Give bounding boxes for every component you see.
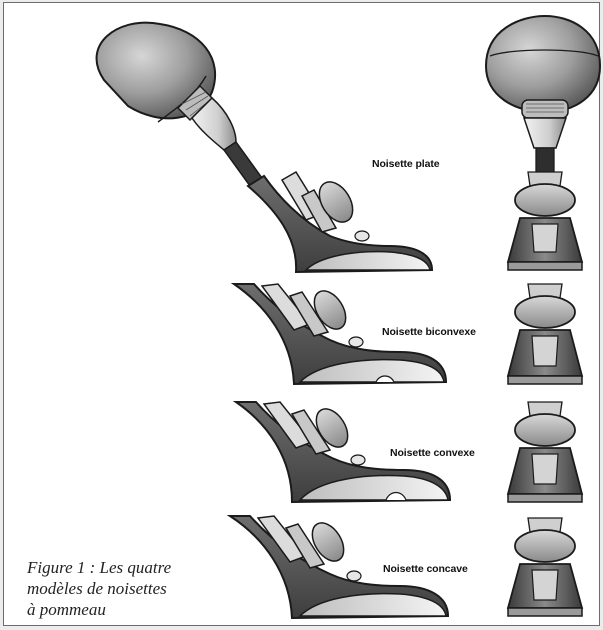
concave-front-view xyxy=(508,518,582,616)
caption-line: à pommeau xyxy=(27,599,171,620)
figure-caption: Figure 1 : Les quatre modèles de noisett… xyxy=(27,557,171,620)
caption-line: Figure 1 : Les quatre xyxy=(27,557,171,578)
convexe-front-view xyxy=(508,402,582,502)
label-noisette-convexe: Noisette convexe xyxy=(390,447,475,459)
pommel-front-view xyxy=(486,16,600,270)
biconvexe-front-view xyxy=(508,284,582,384)
label-noisette-biconvexe: Noisette biconvexe xyxy=(382,326,476,338)
label-noisette-concave: Noisette concave xyxy=(383,563,468,575)
label-noisette-plate: Noisette plate xyxy=(372,158,439,170)
caption-line: modèles de noisettes xyxy=(27,578,171,599)
pommel-side-view xyxy=(97,23,432,272)
